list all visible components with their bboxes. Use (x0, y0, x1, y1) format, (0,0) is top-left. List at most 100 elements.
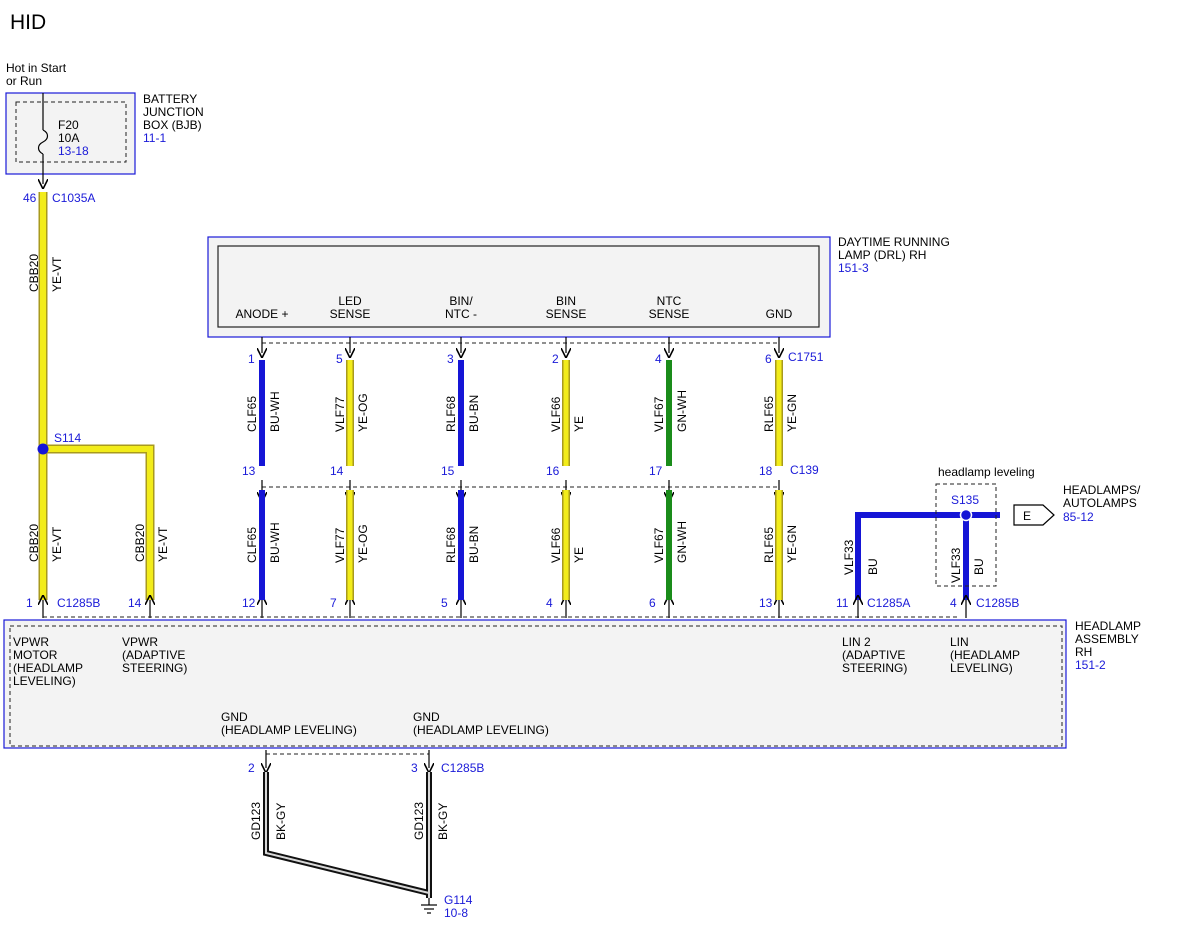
bjb-connector: C1035A (52, 191, 95, 205)
drl-term-3-label1: BIN (556, 294, 576, 308)
hl-term-0-pin: 12 (242, 596, 256, 610)
drl-term-2-pin-top: 3 (447, 352, 454, 366)
drl-term-4-label2: SENSE (649, 307, 690, 321)
drl-connector: C1751 (788, 350, 824, 364)
splice-s135 (959, 508, 973, 522)
drl-term-1-pin-mid: 14 (330, 464, 344, 478)
drl-term-0-color-lower: BU-WH (268, 522, 282, 563)
feed-circuit: CBB20 (27, 254, 41, 292)
hl-term-5-pin: 13 (759, 596, 773, 610)
gnd-connector: C1285B (441, 761, 484, 775)
drl-term-2-color-upper: BU-BN (467, 395, 481, 432)
drl-term-5-pin-top: 6 (765, 352, 772, 366)
fuse-icon (37, 129, 49, 155)
hl-lin-l3: LEVELING) (950, 661, 1013, 675)
drl-term-0-pin-mid: 13 (242, 464, 256, 478)
vpwr1-pin: 1 (26, 596, 33, 610)
hl-lin2-l1: LIN 2 (842, 635, 871, 649)
drl-term-2-label2: NTC - (445, 307, 477, 321)
bjb-box (5, 92, 136, 175)
drl-term-4-circuit-lower: VLF67 (652, 527, 666, 563)
diagram-title: HID (10, 11, 46, 34)
drl-term-2-circuit-upper: RLF68 (444, 396, 458, 432)
drl-term-3-pin-mid: 16 (546, 464, 560, 478)
drl-term-2-color-lower: BU-BN (467, 526, 481, 563)
hl-term-2-pin: 5 (441, 596, 448, 610)
drl-term-0-label1: ANODE + (235, 307, 288, 321)
drl-term-4-color-upper: GN-WH (675, 390, 689, 432)
hl-term-1-pin: 7 (330, 596, 337, 610)
hl-vpwr2-l1: VPWR (122, 635, 158, 649)
gnd-pin-2: 3 (411, 761, 418, 775)
drl-term-0-circuit-lower: CLF65 (245, 527, 259, 563)
fuse-ref: 13-18 (58, 144, 89, 158)
hl-vpwr1-l3: (HEADLAMP (13, 661, 83, 675)
ground-name: G114 (444, 893, 473, 907)
dest-line2: AUTOLAMPS (1063, 496, 1137, 510)
drl-term-4-label1: NTC (657, 294, 682, 308)
bjb-label-line3: BOX (BJB) (143, 118, 202, 132)
hl-lin-l1: LIN (950, 635, 969, 649)
offpage-connector-e (1013, 504, 1055, 526)
headlamp-connector-b-left: C1285B (57, 596, 100, 610)
gnd2-circuit: GD123 (412, 802, 426, 840)
hl-lin2-l2: (ADAPTIVE (842, 648, 905, 662)
hl-vpwr1-l2: MOTOR (13, 648, 58, 662)
hl-gnd2-l2: (HEADLAMP LEVELING) (413, 723, 549, 737)
drl-term-5-color-upper: YE-GN (785, 394, 799, 432)
headlamp-label-line3: RH (1075, 645, 1092, 659)
drl-term-1-circuit-lower: VLF77 (333, 527, 347, 563)
wire-cbb20-feed (38, 192, 155, 600)
hl-term-4-pin: 6 (649, 596, 656, 610)
vpwr1-color: YE-VT (50, 526, 64, 562)
leveling-box-label: headlamp leveling (938, 465, 1035, 479)
leveling-box (935, 483, 997, 587)
drl-term-2-pin-mid: 15 (441, 464, 455, 478)
headlamp-connector-a: C1285A (867, 596, 910, 610)
wire-gd123 (263, 772, 432, 898)
hl-gnd2-l1: GND (413, 710, 440, 724)
drl-term-1-color-upper: YE-OG (356, 393, 370, 432)
source-label-line1: Hot in Start (6, 61, 67, 75)
hl-vpwr2-l2: (ADAPTIVE (122, 648, 185, 662)
lin2-color: BU (866, 558, 880, 575)
drl-term-0-circuit-upper: CLF65 (245, 396, 259, 432)
drl-inner-box (217, 245, 820, 328)
drl-term-5-circuit-upper: RLF65 (762, 396, 776, 432)
drl-term-5-circuit-lower: RLF65 (762, 527, 776, 563)
vpwr1-circuit: CBB20 (27, 524, 41, 562)
drl-label-line2: LAMP (DRL) RH (838, 248, 926, 262)
gnd1-color: BK-GY (274, 803, 288, 840)
bjb-label-line2: JUNCTION (143, 105, 204, 119)
dest-ref: 85-12 (1063, 510, 1094, 524)
drl-term-2-label1: BIN/ (449, 294, 473, 308)
hl-vpwr1-l4: LEVELING) (13, 674, 76, 688)
headlamp-inner-box (9, 625, 1063, 747)
hl-gnd1-l2: (HEADLAMP LEVELING) (221, 723, 357, 737)
fuse-name: F20 (58, 118, 79, 132)
drl-term-4-color-lower: GN-WH (675, 521, 689, 563)
bjb-pin: 46 (23, 191, 37, 205)
drl-term-3-label2: SENSE (546, 307, 587, 321)
drl-term-1-color-lower: YE-OG (356, 524, 370, 563)
hl-gnd1-l1: GND (221, 710, 248, 724)
headlamp-connector-b-right: C1285B (976, 596, 1019, 610)
drl-term-4-circuit-upper: VLF67 (652, 396, 666, 432)
drl-term-4-pin-mid: 17 (649, 464, 663, 478)
drl-term-5-label1: GND (766, 307, 793, 321)
drl-ref: 151-3 (838, 261, 869, 275)
vpwr2-circuit: CBB20 (133, 524, 147, 562)
drl-term-4-pin-top: 4 (655, 352, 662, 366)
lin2-circuit: VLF33 (842, 539, 856, 575)
gnd2-color: BK-GY (436, 803, 450, 840)
lin-circuit: VLF33 (949, 547, 963, 583)
offpage-ref-label: E (1023, 509, 1031, 523)
headlamp-box (3, 619, 1067, 749)
headlamp-ref: 151-2 (1075, 658, 1106, 672)
drl-term-3-circuit-lower: VLF66 (549, 527, 563, 563)
drl-term-3-color-upper: YE (572, 416, 586, 432)
gnd1-circuit: GD123 (249, 802, 263, 840)
hl-vpwr2-l3: STEERING) (122, 661, 187, 675)
